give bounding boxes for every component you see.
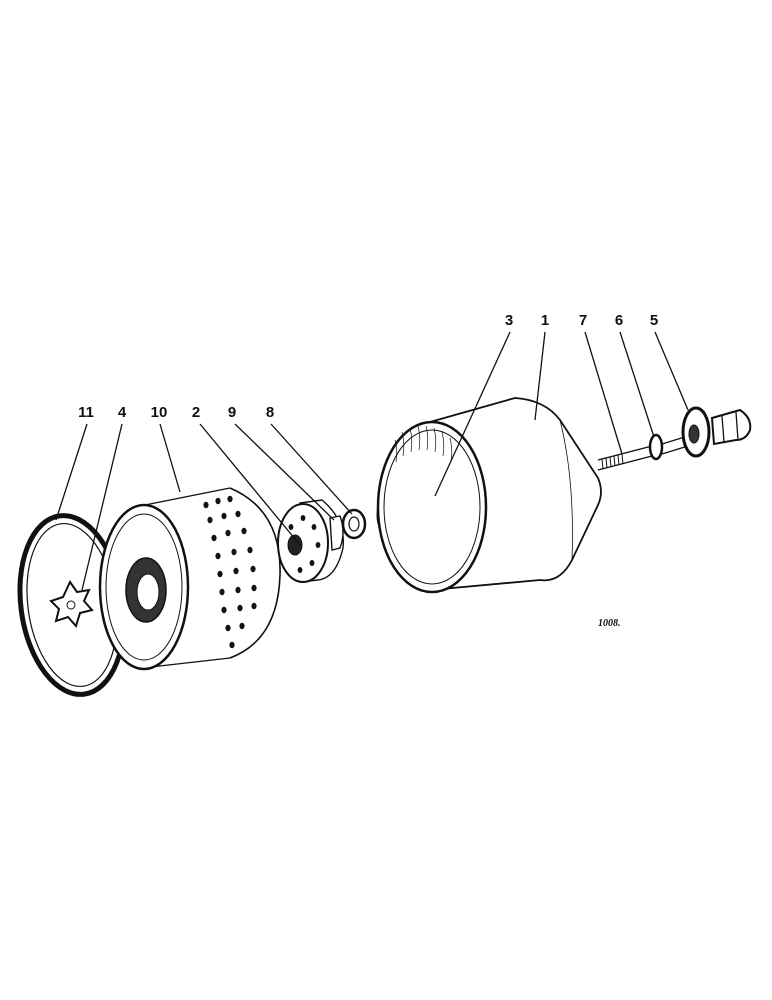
leader-9	[234, 423, 335, 521]
callout-4: 4	[118, 404, 127, 421]
part-5-large-washer	[681, 406, 752, 458]
part-10-filter-element	[98, 487, 281, 671]
leader-2	[199, 423, 301, 546]
callout-9: 9	[228, 404, 236, 421]
callout-labels: 11 4 10 2 9 8 3 1 7 6 5	[78, 312, 658, 421]
part-1-filter-bowl	[376, 397, 602, 594]
part-4-star-plate	[49, 580, 94, 628]
figure-number: 1008.	[598, 618, 621, 629]
part-6-small-washer	[648, 433, 664, 461]
leader-6	[619, 331, 655, 438]
leader-10	[159, 423, 181, 493]
callout-5: 5	[650, 312, 658, 329]
leader-3	[434, 331, 511, 497]
part-8-washer	[341, 508, 367, 540]
leader-7	[584, 331, 623, 455]
callout-10: 10	[151, 404, 168, 421]
leader-5	[654, 331, 689, 411]
callout-7: 7	[579, 312, 587, 329]
callout-6: 6	[615, 312, 623, 329]
callout-1: 1	[541, 312, 549, 329]
leader-4	[81, 423, 123, 591]
callout-11: 11	[78, 404, 94, 421]
leader-11	[55, 423, 88, 521]
leader-lines	[55, 331, 689, 591]
callout-2: 2	[192, 404, 200, 421]
callout-8: 8	[266, 404, 274, 421]
part-7-centre-bolt	[597, 435, 689, 471]
leader-1	[534, 331, 546, 421]
leader-8	[270, 423, 353, 515]
part-9-neck	[329, 515, 344, 551]
callout-3: 3	[505, 312, 513, 329]
